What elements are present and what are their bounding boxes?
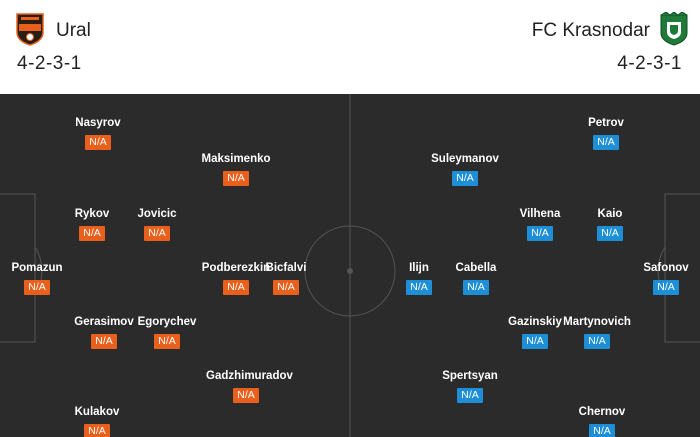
player-name: Gazinskiy (508, 316, 562, 328)
rating-badge: N/A (406, 280, 432, 295)
player-kulakov[interactable]: Kulakov N/A (57, 405, 137, 437)
player-name: Nasyrov (75, 117, 121, 129)
player-name: Kulakov (74, 406, 120, 418)
player-vilhena[interactable]: Vilhena N/A (500, 207, 580, 241)
pitch: Pomazun N/A Nasyrov N/A Rykov N/A Gerasi… (0, 94, 700, 437)
away-formation: 4-2-3-1 (617, 53, 682, 74)
player-podberezkin[interactable]: Podberezkin N/A (196, 261, 276, 295)
rating-badge: N/A (85, 135, 111, 150)
player-maksimenko[interactable]: Maksimenko N/A (196, 152, 276, 186)
player-name: Petrov (588, 117, 624, 129)
player-name: Safonov (643, 262, 689, 274)
player-egorychev[interactable]: Egorychev N/A (127, 315, 207, 349)
rating-badge: N/A (223, 171, 249, 186)
player-suleymanov[interactable]: Suleymanov N/A (425, 152, 505, 186)
player-gazinskiy[interactable]: Gazinskiy N/A (495, 315, 575, 349)
player-name: Vilhena (519, 208, 561, 220)
away-team-name[interactable]: FC Krasnodar (531, 20, 650, 41)
player-petrov[interactable]: Petrov N/A (566, 116, 646, 150)
player-name: Martynovich (563, 316, 631, 328)
player-cabella[interactable]: Cabella N/A (436, 261, 516, 295)
ural-crest-icon (16, 13, 44, 46)
home-team-name[interactable]: Ural (56, 20, 91, 41)
player-rykov[interactable]: Rykov N/A (52, 207, 132, 241)
home-formation: 4-2-3-1 (17, 53, 82, 74)
rating-badge: N/A (273, 280, 299, 295)
player-nasyrov[interactable]: Nasyrov N/A (58, 116, 138, 150)
rating-badge: N/A (144, 226, 170, 241)
rating-badge: N/A (79, 226, 105, 241)
krasnodar-crest-icon (660, 12, 688, 46)
rating-badge: N/A (463, 280, 489, 295)
rating-badge: N/A (154, 334, 180, 349)
player-name: Spertsyan (442, 370, 498, 382)
player-name: Gadzhimuradov (206, 370, 293, 382)
rating-badge: N/A (223, 280, 249, 295)
pitch-lines (0, 94, 700, 437)
rating-badge: N/A (233, 388, 259, 403)
rating-badge: N/A (593, 135, 619, 150)
player-name: Bicfalvi (265, 262, 307, 274)
match-lineup-header: Ural 4-2-3-1 FC Krasnodar 4-2-3-1 (0, 0, 700, 94)
player-kaio[interactable]: Kaio N/A (570, 207, 650, 241)
player-name: Ilijn (409, 262, 429, 274)
player-safonov[interactable]: Safonov N/A (626, 261, 700, 295)
rating-badge: N/A (584, 334, 610, 349)
rating-badge: N/A (597, 226, 623, 241)
player-name: Gerasimov (74, 316, 134, 328)
player-name: Jovicic (137, 208, 177, 220)
player-pomazun[interactable]: Pomazun N/A (0, 261, 77, 295)
player-name: Pomazun (11, 262, 63, 274)
player-name: Rykov (74, 208, 110, 220)
rating-badge: N/A (452, 171, 478, 186)
rating-badge: N/A (24, 280, 50, 295)
player-chernov[interactable]: Chernov N/A (562, 405, 642, 437)
player-martynovich[interactable]: Martynovich N/A (557, 315, 637, 349)
player-gerasimov[interactable]: Gerasimov N/A (64, 315, 144, 349)
player-spertsyan[interactable]: Spertsyan N/A (430, 369, 510, 403)
rating-badge: N/A (589, 424, 615, 437)
player-name: Maksimenko (201, 153, 271, 165)
player-ilijn[interactable]: Ilijn N/A (379, 261, 459, 295)
rating-badge: N/A (84, 424, 110, 437)
player-name: Egorychev (137, 316, 197, 328)
rating-badge: N/A (653, 280, 679, 295)
rating-badge: N/A (457, 388, 483, 403)
player-bicfalvi[interactable]: Bicfalvi N/A (246, 261, 326, 295)
player-name: Cabella (455, 262, 497, 274)
player-name: Kaio (597, 208, 623, 220)
player-jovicic[interactable]: Jovicic N/A (117, 207, 197, 241)
player-name: Podberezkin (201, 262, 271, 274)
rating-badge: N/A (91, 334, 117, 349)
rating-badge: N/A (527, 226, 553, 241)
rating-badge: N/A (522, 334, 548, 349)
player-name: Suleymanov (431, 153, 499, 165)
player-name: Chernov (578, 406, 626, 418)
player-gadzhimuradov[interactable]: Gadzhimuradov N/A (206, 369, 293, 403)
